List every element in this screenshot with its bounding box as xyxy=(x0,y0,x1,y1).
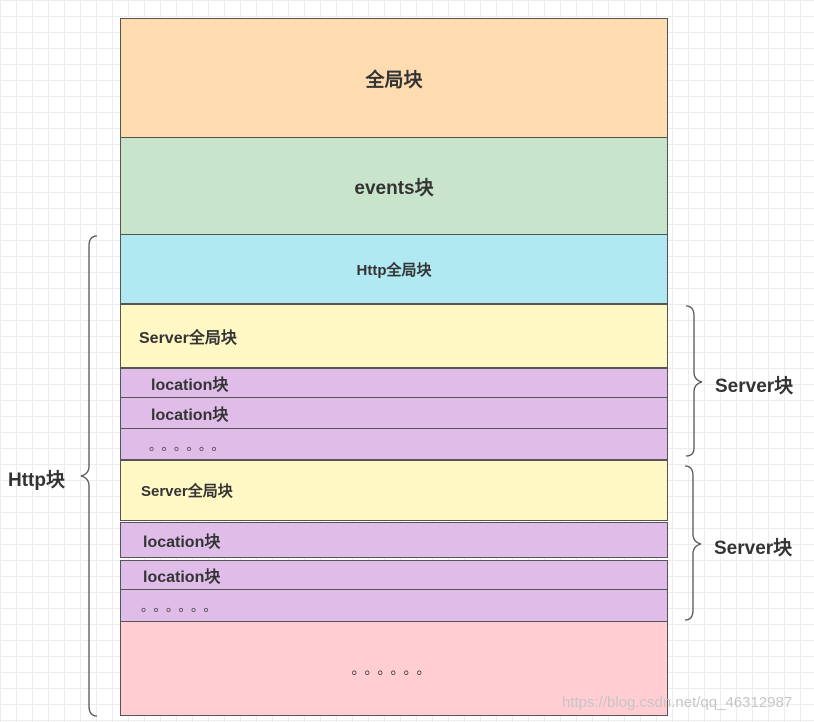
server2-location-label-1: location块 xyxy=(143,534,221,551)
server2-global-block: Server全局块 xyxy=(120,460,668,521)
server1-location-label-2: location块 xyxy=(151,407,229,424)
server1-location-block-1: location块 xyxy=(120,368,668,398)
server1-location-label-1: location块 xyxy=(151,377,229,394)
server1-brace-icon xyxy=(685,305,703,457)
watermark: https://blog.csdn.net/qq_46312987 xyxy=(562,694,793,711)
events-block: events块 xyxy=(120,137,668,235)
server1-location-block-2: location块 xyxy=(120,397,668,429)
server2-location-label-2: location块 xyxy=(143,569,221,586)
server1-global-block-label: Server全局块 xyxy=(139,330,237,347)
global-block: 全局块 xyxy=(120,18,668,138)
global-block-label: 全局块 xyxy=(365,69,423,91)
server2-global-block-label: Server全局块 xyxy=(141,483,233,500)
server2-location-block-2: location块 xyxy=(120,560,668,590)
more-block: 。。。。。。 xyxy=(120,621,668,716)
events-block-label: events块 xyxy=(354,177,434,199)
server2-location-block-1: location块 xyxy=(120,522,668,558)
server1-more-block: 。。。。。。 xyxy=(120,428,668,460)
server2-more-label: 。。。。。。 xyxy=(141,599,223,614)
server1-global-block: Server全局块 xyxy=(120,304,668,368)
http-brace-icon xyxy=(80,235,98,717)
http-global-block: Http全局块 xyxy=(120,234,668,304)
server2-brace-label: Server块 xyxy=(714,538,793,559)
http-brace-label: Http块 xyxy=(8,470,65,491)
server2-brace-icon xyxy=(684,465,702,621)
server1-brace-label: Server块 xyxy=(715,376,794,397)
server1-more-label: 。。。。。。 xyxy=(149,437,231,453)
more-block-label: 。。。。。。 xyxy=(351,660,437,677)
http-global-block-label: Http全局块 xyxy=(356,261,432,279)
